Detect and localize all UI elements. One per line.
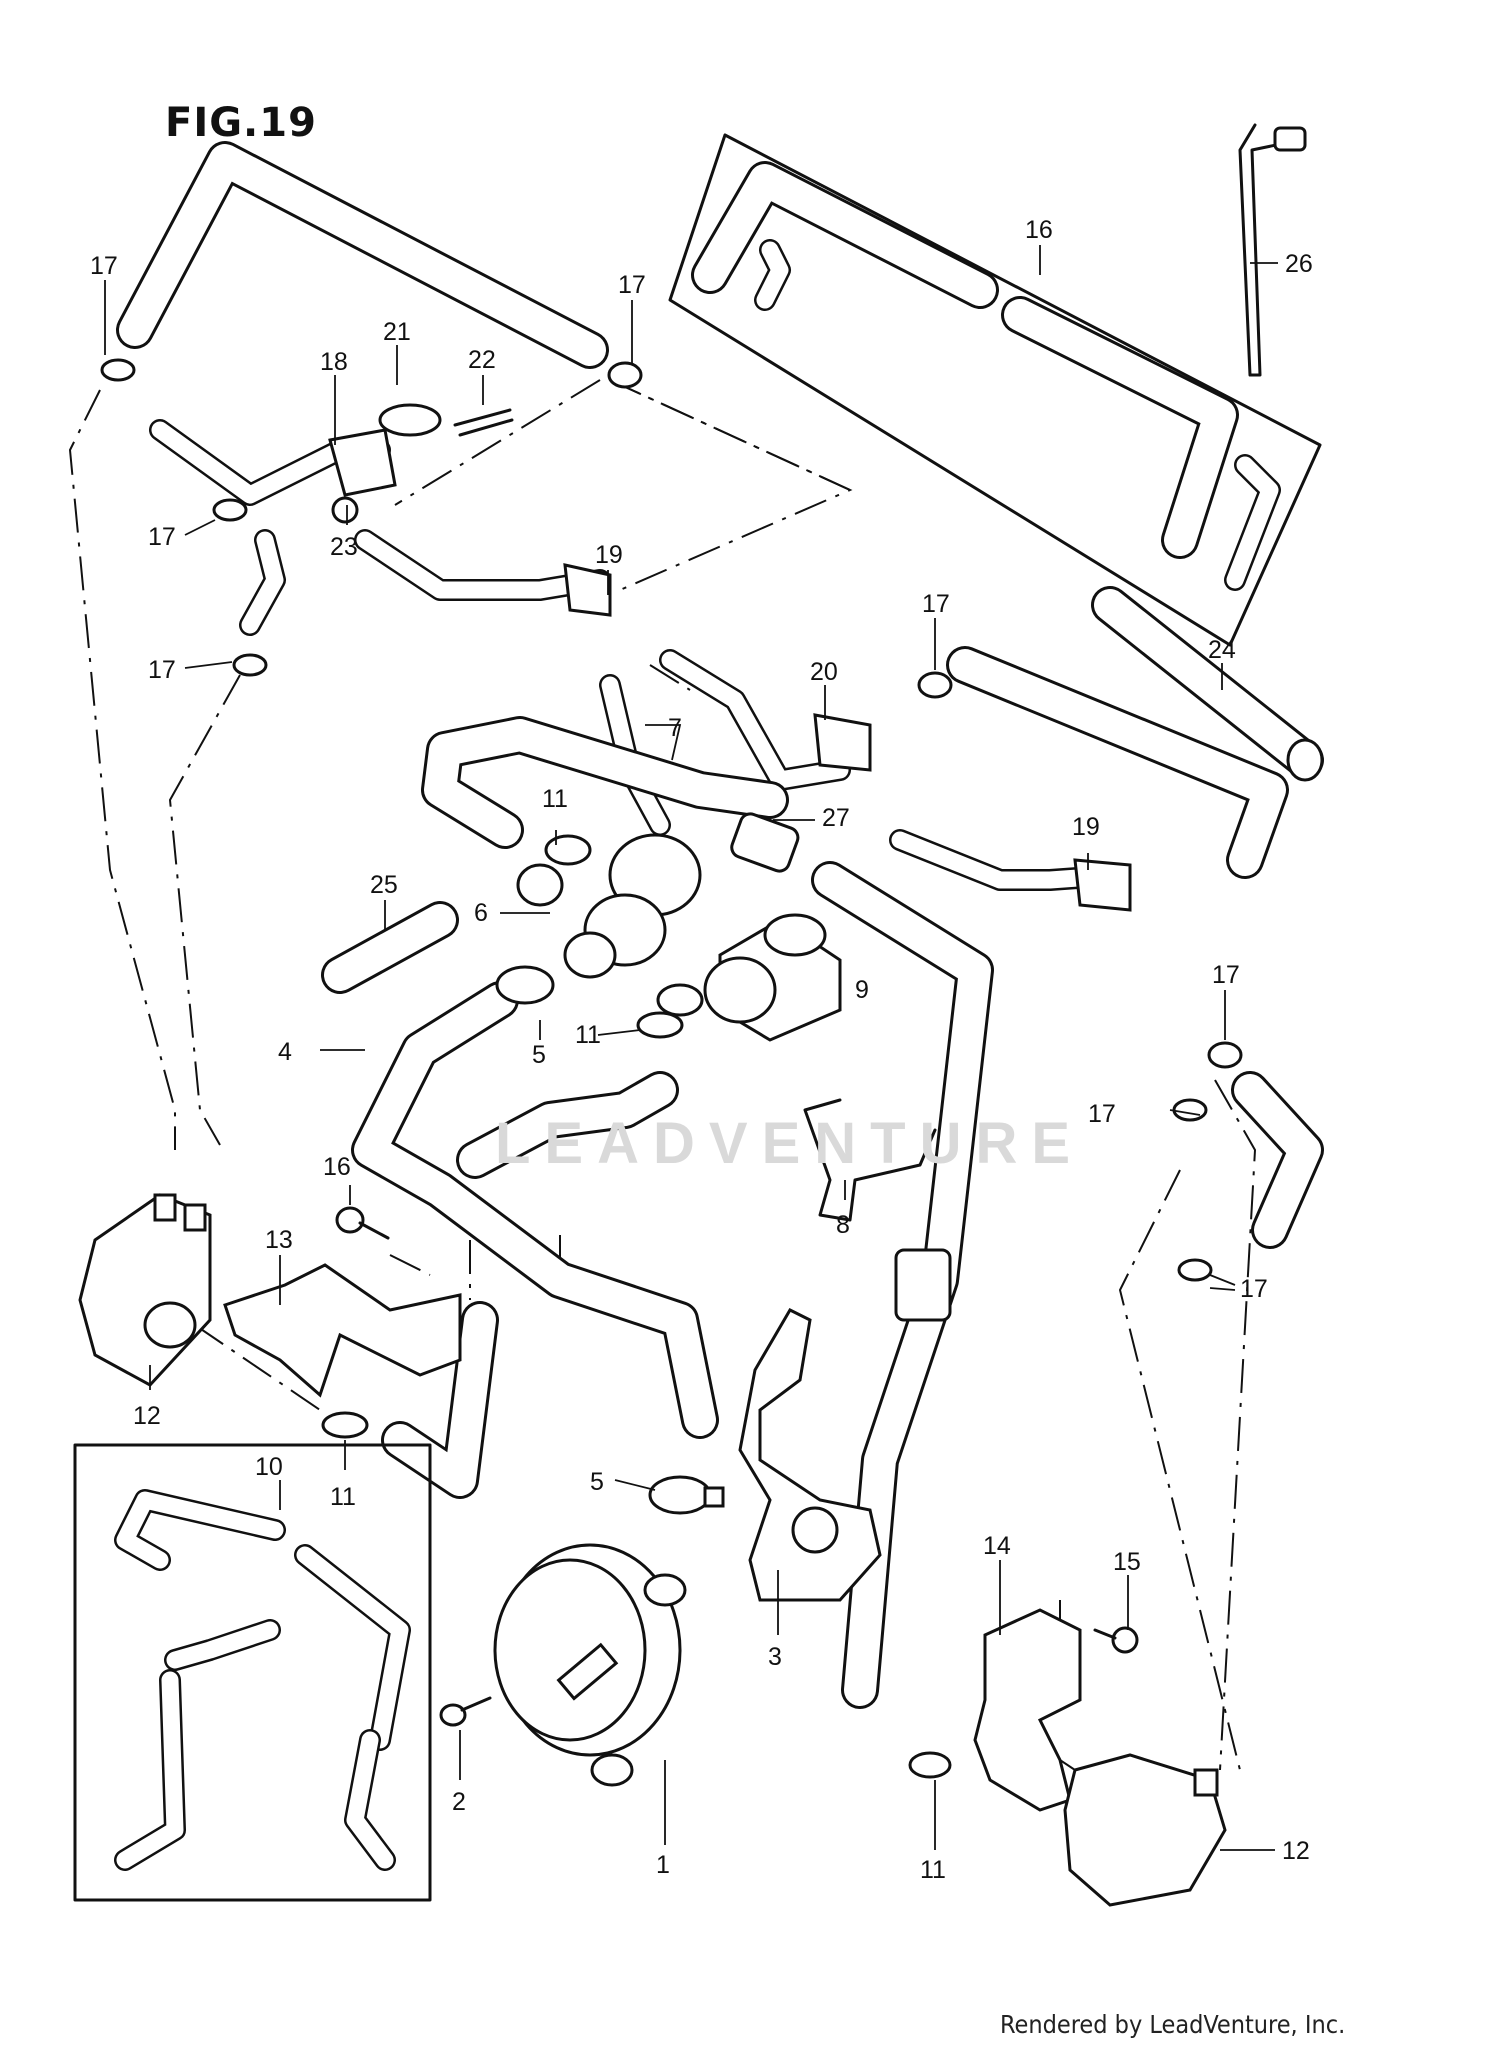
hose-7-and-27 [421, 674, 800, 873]
callout-18: 18 [320, 348, 348, 376]
callout-26: 26 [1285, 250, 1313, 278]
callout-24: 24 [1208, 636, 1236, 664]
valve-6 [495, 833, 704, 1017]
footer-credit: Rendered by LeadVenture, Inc. [1000, 2010, 1346, 2039]
bolt-2 [439, 1696, 492, 1727]
callout-17: 17 [922, 590, 950, 618]
callout-16: 16 [323, 1153, 351, 1181]
callout-23: 23 [330, 533, 358, 561]
clamps-11 [544, 834, 684, 1039]
callout-6: 6 [474, 899, 488, 927]
callout-17: 17 [90, 252, 118, 280]
callout-1: 1 [656, 1851, 670, 1879]
hose-4 [351, 981, 719, 1499]
callout-17: 17 [1212, 961, 1240, 989]
callout-3: 3 [768, 1643, 782, 1671]
callout-11: 11 [920, 1856, 946, 1884]
callout-8: 8 [836, 1211, 850, 1239]
callout-4: 4 [278, 1038, 292, 1066]
clamp-11-lower [321, 1411, 369, 1439]
tool-rod [1238, 123, 1307, 377]
callout-12: 12 [133, 1402, 161, 1430]
callout-19: 19 [595, 541, 623, 569]
bracket-13 [223, 1263, 462, 1398]
bracket-8 [803, 1098, 937, 1222]
figure-title: FIG.19 [165, 100, 317, 146]
leader-lines [104, 245, 1278, 1851]
callout-13: 13 [265, 1226, 293, 1254]
bolt-16 [335, 1206, 390, 1240]
callout-22: 22 [468, 346, 496, 374]
callout-27: 27 [822, 804, 850, 832]
callout-5: 5 [532, 1041, 546, 1069]
callout-17: 17 [148, 656, 176, 684]
clamp-11-right [908, 1751, 952, 1779]
callout-11: 11 [542, 785, 568, 813]
air-filter-1 [493, 1543, 687, 1787]
callout-10: 10 [255, 1453, 283, 1481]
clamps-17 [100, 358, 1243, 1282]
callout-labels: 17 17 16 26 18 21 22 17 23 19 17 24 17 2… [90, 216, 1313, 1884]
hose-kit-10 [73, 1443, 432, 1902]
callout-11: 11 [575, 1021, 601, 1049]
callout-16: 16 [1025, 216, 1053, 244]
upper-hose [116, 141, 609, 369]
callout-14: 14 [983, 1532, 1011, 1560]
callout-9: 9 [855, 976, 869, 1004]
pump-12-right [1063, 1753, 1227, 1907]
callout-25: 25 [370, 871, 398, 899]
bracket-14 [973, 1608, 1082, 1812]
callout-19: 19 [1072, 813, 1100, 841]
pipes [149, 403, 1132, 912]
bolt-15 [1093, 1626, 1139, 1654]
hose-25 [321, 901, 459, 994]
clamp-5 [648, 1475, 725, 1515]
callout-17: 17 [618, 271, 646, 299]
callout-12: 12 [1282, 1837, 1310, 1865]
bracket-9 [703, 913, 842, 1042]
hose-24 [1091, 586, 1324, 782]
hose-kit-panel [668, 133, 1322, 647]
callout-7: 7 [668, 714, 682, 742]
callout-20: 20 [810, 658, 838, 686]
callout-17: 17 [148, 523, 176, 551]
bracket-3 [738, 1308, 882, 1602]
callout-11: 11 [330, 1483, 356, 1511]
callout-2: 2 [452, 1788, 466, 1816]
pump-12-left [78, 1193, 212, 1387]
callout-5: 5 [590, 1468, 604, 1496]
callout-17: 17 [1240, 1275, 1268, 1303]
callout-21: 21 [383, 318, 411, 346]
callout-17: 17 [1088, 1100, 1116, 1128]
watermark: LEADVENTURE [495, 1111, 1085, 1176]
callout-15: 15 [1113, 1548, 1141, 1576]
